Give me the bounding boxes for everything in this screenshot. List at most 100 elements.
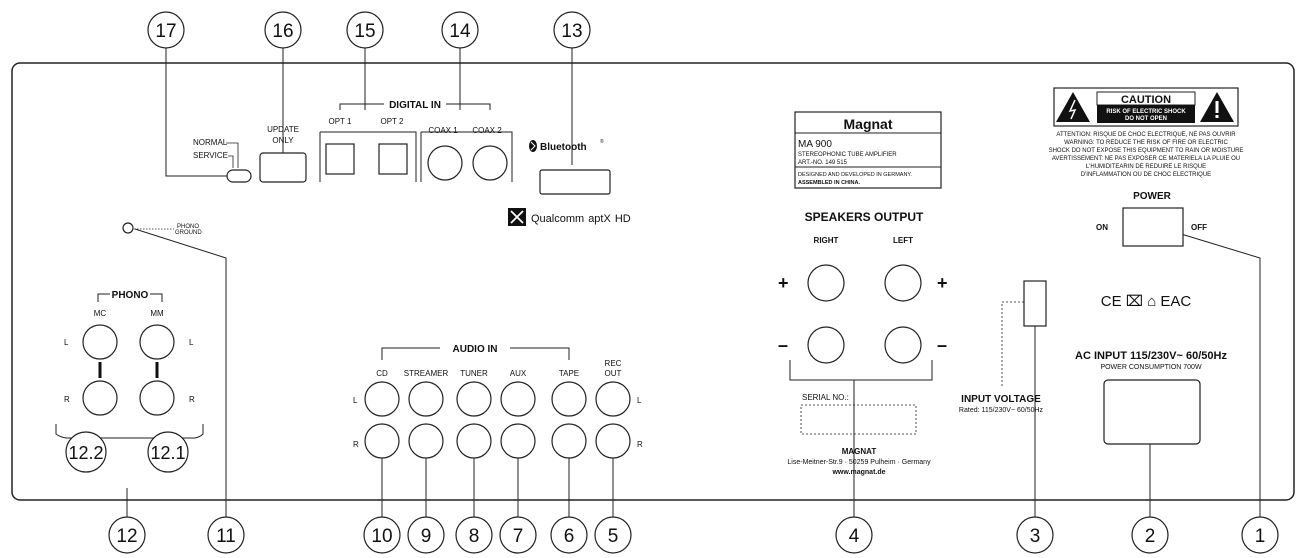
label-ac-input: AC INPUT 115/230V~ 60/50Hz <box>1075 350 1227 362</box>
label-digital-in: DIGITAL IN <box>389 100 441 111</box>
nameplate-assembled: Assembled in China. <box>798 180 861 186</box>
callout-12: 12 <box>116 526 137 547</box>
label-tape: TAPE <box>559 369 579 378</box>
label-streamer: STREAMER <box>404 369 449 378</box>
label-phono-l-left: L <box>64 338 69 347</box>
callout-6: 6 <box>564 526 575 547</box>
label-plus-left: + <box>778 273 789 293</box>
nameplate-brand: Magnat <box>844 116 893 132</box>
label-audio-l-left: L <box>353 396 358 405</box>
label-update: UPDATE <box>267 125 299 134</box>
tape-left-jack <box>551 381 587 417</box>
speaker-left-plus-terminal <box>884 264 922 302</box>
caution-title: CAUTION <box>1121 94 1171 106</box>
caution-line-5: L'HUMIDITEARIN DE REDUIRE LE RISQUE <box>1086 164 1206 170</box>
nameplate-desc: Stereophonic Tube Amplifier <box>798 152 897 158</box>
coax-input-2 <box>472 145 508 181</box>
label-power-consumption: POWER CONSUMPTION 700W <box>1100 364 1202 371</box>
label-mc: MC <box>94 309 107 318</box>
caution-line-6: D'INFLAMMATION OU DE CHOC ELECTRIQUE <box>1081 172 1211 178</box>
phono-mm-left-jack <box>139 324 175 360</box>
aux-left-jack <box>500 381 536 417</box>
label-mm: MM <box>150 309 164 318</box>
phono-mc-divider <box>98 362 102 378</box>
label-audio-l-right: L <box>637 396 642 405</box>
label-coax1: COAX 1 <box>428 126 458 135</box>
label-minus-right: – <box>937 335 947 355</box>
tape-right-jack <box>551 423 587 459</box>
lightning-warning-icon <box>1056 92 1090 122</box>
label-on: ON <box>1096 223 1108 232</box>
bluetooth-registered: ® <box>600 138 604 145</box>
aux-right-jack <box>500 423 536 459</box>
phono-mc-right-jack <box>82 380 118 416</box>
callout-17: 17 <box>155 21 176 42</box>
caution-line-3: SHOCK DO NOT EXPOSE THIS EQUIPMENT TO RA… <box>1049 148 1244 154</box>
caution-sub2: DO NOT OPEN <box>1125 116 1167 122</box>
bluetooth-label: Bluetooth <box>540 142 587 153</box>
digital-in-bracket <box>319 103 513 182</box>
callout-13: 13 <box>561 21 582 42</box>
label-opt2: OPT 2 <box>381 117 405 126</box>
label-audio-r-left: R <box>353 440 359 449</box>
callout-12-1: 12.1 <box>150 443 185 463</box>
rec-out-right-jack <box>595 423 631 459</box>
cd-left-jack <box>364 381 400 417</box>
chassis-outline <box>11 62 1295 501</box>
label-only: ONLY <box>272 136 294 145</box>
streamer-left-jack <box>408 381 444 417</box>
update-usb-port <box>259 152 307 183</box>
label-rated: Rated: 115/230V~ 60/50Hz <box>959 407 1044 414</box>
nameplate-model: MA 900 <box>798 139 832 150</box>
callout-10: 10 <box>371 526 392 547</box>
caution-line-4: AVERTISSEMENT: NE PAS EXPOSER CE MATERIE… <box>1052 156 1240 162</box>
callout-2: 2 <box>1145 526 1156 547</box>
certification-marks: CE ⌧ ⌂ EAC <box>1101 293 1192 310</box>
bluetooth-icon <box>529 140 537 152</box>
label-out: OUT <box>605 369 622 378</box>
label-phono: PHONO <box>112 290 149 301</box>
phono-mc-left-jack <box>82 324 118 360</box>
callout-15: 15 <box>354 21 375 42</box>
label-tuner: TUNER <box>460 369 488 378</box>
nameplate-art: Art.-No. 149 515 <box>798 160 848 166</box>
cd-right-jack <box>364 423 400 459</box>
label-off: OFF <box>1191 223 1207 232</box>
nameplate <box>794 111 942 189</box>
label-minus-left: – <box>778 335 788 355</box>
callout-9: 9 <box>421 526 432 547</box>
streamer-right-jack <box>408 423 444 459</box>
callout-5: 5 <box>608 526 619 547</box>
bluetooth-antenna-port <box>539 169 611 195</box>
callout-7: 7 <box>513 526 524 547</box>
callout-circles <box>65 11 1279 554</box>
power-switch <box>1122 207 1184 247</box>
label-phono-r-left: R <box>64 395 70 404</box>
label-left: LEFT <box>893 236 913 245</box>
tuner-left-jack <box>456 381 492 417</box>
manufacturer-name: MAGNAT <box>842 447 877 456</box>
service-switch-slot <box>226 169 252 183</box>
serial-number-field <box>800 404 917 435</box>
label-phono-l-right: L <box>189 338 194 347</box>
tuner-right-jack <box>456 423 492 459</box>
callout-1: 1 <box>1255 526 1266 547</box>
service-switch: NORMAL SERVICE <box>193 138 252 183</box>
label-phono-ground-2: GROUND <box>175 230 202 236</box>
label-cd: CD <box>376 369 388 378</box>
label-aux: AUX <box>510 369 527 378</box>
manufacturer-web: www.magnat.de <box>831 469 885 476</box>
callout-11: 11 <box>216 526 236 547</box>
coax-input-1 <box>427 145 463 181</box>
ac-power-inlet <box>1103 379 1201 445</box>
label-input-voltage: INPUT VOLTAGE <box>961 394 1041 405</box>
voltage-selector-switch <box>1023 280 1047 327</box>
label-opt1: OPT 1 <box>329 117 353 126</box>
label-plus-right: + <box>937 273 948 293</box>
label-speakers-output: SPEAKERS OUTPUT <box>805 210 924 224</box>
callout-12-2: 12.2 <box>68 443 103 463</box>
label-serial-no: SERIAL NO.: <box>802 393 849 402</box>
nameplate-designed: Designed and Developed in Germany. <box>798 172 912 178</box>
